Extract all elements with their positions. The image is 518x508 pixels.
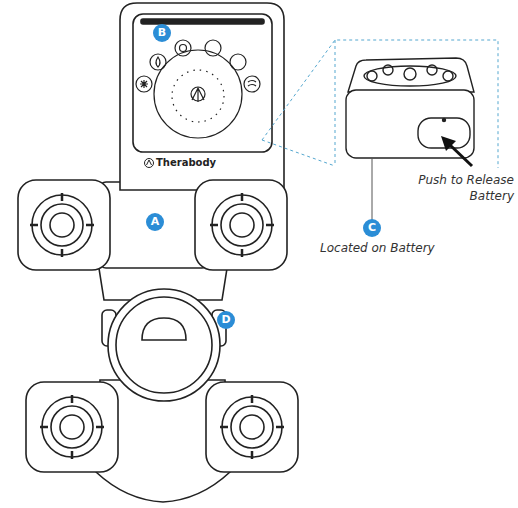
control-panel-part: [156, 57, 160, 67]
control-panel-part: [244, 76, 260, 92]
callout-markers-part: [146, 213, 164, 231]
callout-markers-part: [372, 158, 373, 220]
massage-pods-part: [41, 204, 83, 246]
massage-pods-part: [212, 195, 272, 255]
pod-vents-part: [40, 395, 104, 459]
control-panel-part: [191, 87, 205, 101]
control-panel-part: [154, 50, 242, 138]
therabody-logo-mark-part: [147, 160, 152, 165]
callout-letter: D: [217, 311, 235, 329]
battery-module-part: [383, 65, 393, 75]
therabody-logo-mark: [145, 159, 154, 168]
massage-pods-part: [195, 180, 287, 270]
control-panel-part: [172, 70, 224, 122]
callout-markers: [146, 24, 381, 329]
battery-module-part: [367, 71, 377, 81]
control-panel-part: [136, 76, 152, 92]
control-panel-part: [150, 54, 166, 70]
device-body-part: [120, 3, 284, 190]
massage-pods-part: [26, 382, 118, 472]
therabody-logo-mark-part: [145, 159, 154, 168]
massage-pods-part: [231, 406, 273, 448]
massage-pods-part: [42, 397, 102, 457]
pod-vents-part: [220, 395, 284, 459]
push-arrow: [441, 136, 472, 166]
massage-pods-part: [240, 415, 264, 439]
center-disc-part: [142, 318, 186, 340]
device-body-part: [133, 14, 272, 152]
massage-pods-part: [50, 213, 74, 237]
pod-vents: [30, 193, 284, 459]
control-panel-part: [180, 45, 187, 52]
device-body-part: [141, 19, 264, 24]
instruction-note: Push to Release Battery: [398, 172, 514, 204]
pod-vents-part: [30, 193, 94, 257]
massage-pods-part: [18, 180, 110, 270]
battery-module-part: [364, 66, 456, 86]
callout-markers-part: [153, 24, 171, 42]
massage-pods-part: [221, 204, 263, 246]
control-panel-part: [140, 80, 148, 88]
callout-letter: B: [153, 24, 171, 42]
control-panel: [136, 40, 260, 138]
location-note: Located on Battery: [320, 240, 435, 256]
pod-vents-part: [210, 193, 274, 257]
massage-pods-part: [206, 382, 298, 472]
callout-markers-part: [217, 311, 235, 329]
callout-letter: A: [146, 213, 164, 231]
battery-module-part: [404, 68, 416, 80]
massage-pods: [18, 180, 298, 472]
center-disc-part: [116, 297, 212, 393]
control-panel-part: [175, 40, 191, 56]
battery-module-part: [443, 71, 453, 81]
massage-pods-part: [32, 195, 92, 255]
inset-leader-dashes-part: [335, 40, 336, 166]
inset-leader-dashes-part: [262, 40, 498, 168]
battery-module-part: [427, 65, 437, 75]
control-panel-part: [230, 54, 246, 70]
massage-pods-part: [222, 397, 282, 457]
control-panel-part: [205, 40, 221, 56]
push-arrow-part: [450, 145, 472, 166]
control-panel-part: [192, 88, 204, 102]
push-arrow-part: [441, 136, 456, 151]
inset-leader-dashes-part: [262, 140, 335, 166]
battery-module-part: [443, 119, 446, 122]
center-disc-part: [108, 289, 220, 401]
battery-module: [346, 58, 474, 158]
battery-module-part: [348, 58, 474, 92]
device-body-part: [100, 182, 208, 268]
massage-pods-part: [51, 406, 93, 448]
center-disc: [102, 289, 226, 401]
inset-leader-dashes: [262, 40, 498, 168]
massage-pods-part: [60, 415, 84, 439]
brand-label: Therabody: [156, 155, 216, 171]
device-body: [96, 3, 284, 502]
control-panel-part: [248, 81, 256, 87]
callout-markers-part: [363, 219, 381, 237]
callout-letter: C: [363, 219, 381, 237]
massage-pods-part: [230, 213, 254, 237]
